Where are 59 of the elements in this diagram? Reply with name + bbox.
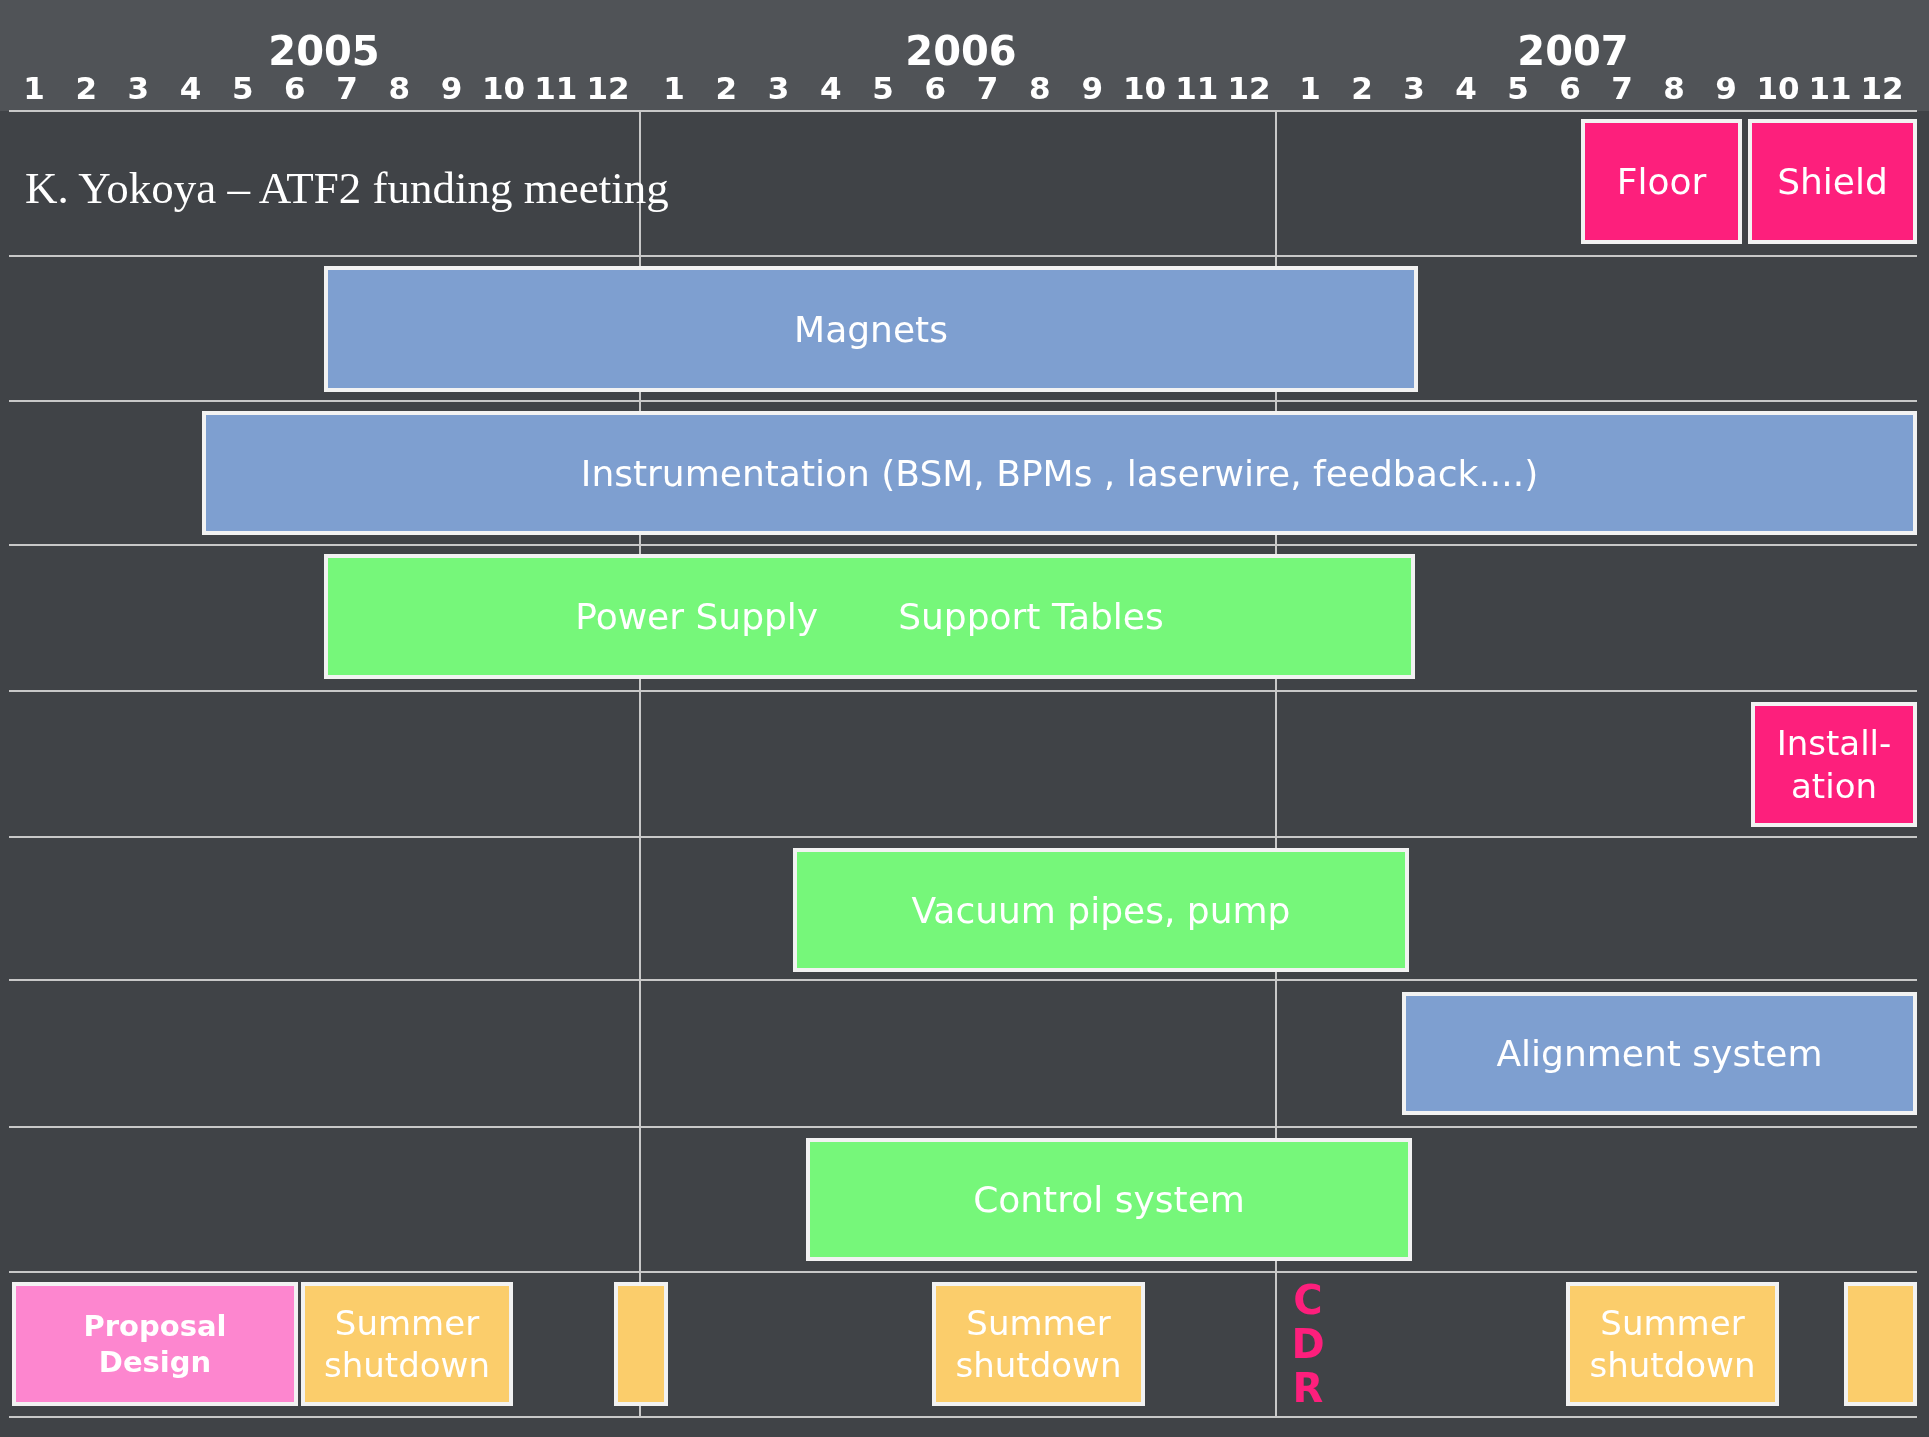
task-label: Vacuum pipes, pump [911,888,1291,933]
task-label: Summer shutdown [1588,1301,1757,1387]
task-label: Support Tables [898,595,1164,639]
month-label: 12 [1860,70,1904,106]
month-label: 2 [715,70,738,106]
month-label: 11 [1808,70,1852,106]
month-label: 1 [1299,70,1321,106]
task-bar [324,266,1418,392]
month-label: 11 [534,70,578,106]
task-label: Proposal Design [82,1307,228,1381]
task-bar [1751,702,1917,827]
month-label: 9 [1081,70,1103,106]
month-label: 3 [767,70,790,106]
month-label: 2 [1351,70,1373,106]
task-label: Shield [1777,160,1888,204]
month-label: 4 [179,70,202,106]
milestone-label: CDR [1290,1278,1326,1410]
month-label: 12 [586,70,630,106]
month-label: 12 [1227,70,1271,106]
task-bar [1748,119,1917,244]
task-label: Control system [973,1178,1245,1222]
month-label: 5 [231,70,254,106]
shutdown-bar [614,1282,668,1406]
month-label: 4 [1455,70,1477,106]
month-label: 9 [1715,70,1737,106]
task-bar [1581,119,1742,244]
month-label: 10 [1122,70,1166,106]
month-label: 8 [388,70,411,106]
task-bar [932,1282,1145,1406]
task-bar [793,848,1409,972]
task-bar [1402,992,1917,1115]
shutdown-bar [1844,1282,1917,1406]
task-bar [12,1282,298,1406]
task-bar [806,1138,1412,1261]
month-label: 1 [23,70,45,106]
month-label: 3 [127,70,150,106]
month-label: 1 [663,70,685,106]
task-label: Summer shutdown [954,1301,1123,1387]
task-bar [202,411,1917,535]
task-bar [324,554,1415,679]
task-bar [1566,1282,1779,1406]
month-label: 5 [872,70,894,106]
task-label: Magnets [794,307,948,352]
month-label: 4 [820,70,842,106]
month-label: 9 [440,70,463,106]
month-label: 8 [1663,70,1685,106]
task-label: Alignment system [1496,1032,1823,1076]
task-label: Floor [1616,160,1707,204]
month-label: 10 [1756,70,1800,106]
task-label: Power Supply [575,595,819,639]
month-label: 11 [1175,70,1219,106]
task-label: Install- ation [1775,722,1893,807]
task-label: Summer shutdown [323,1301,491,1387]
month-label: 2 [75,70,97,106]
task-label: Instrumentation (BSM, BPMs , laserwire, feedback....) [580,451,1539,496]
task-bar [301,1282,513,1406]
month-label: 10 [482,70,526,106]
month-label: 8 [1029,70,1051,106]
month-label: 3 [1403,70,1425,106]
